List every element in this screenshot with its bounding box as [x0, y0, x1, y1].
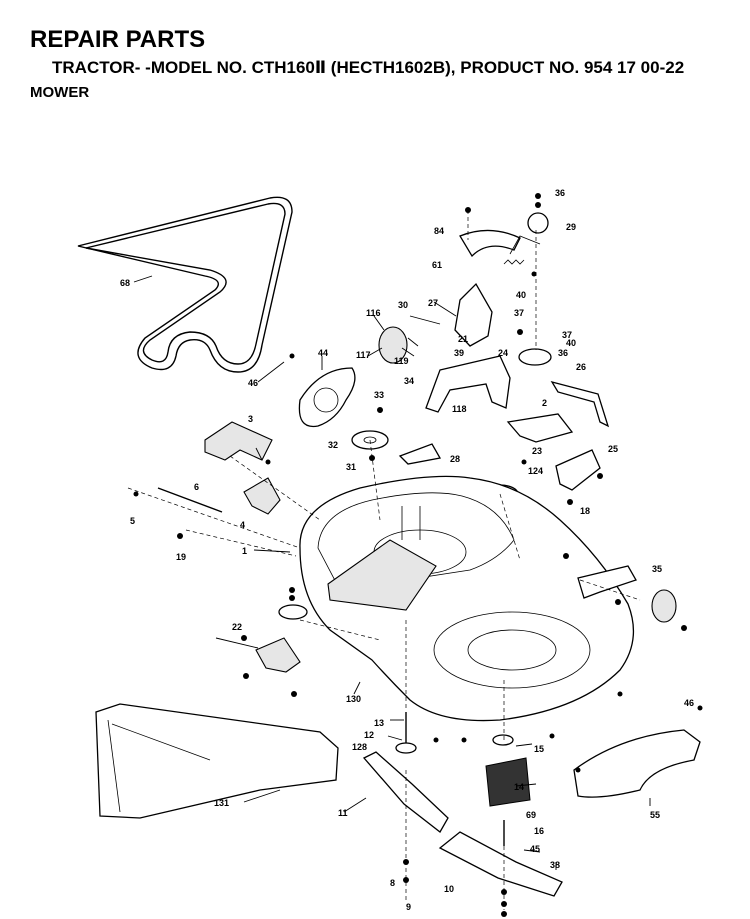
callout-2: 2 [542, 398, 547, 408]
page-title: REPAIR PARTS [30, 26, 206, 53]
callout-21: 21 [458, 334, 468, 344]
callout-46: 46 [684, 698, 694, 708]
callout-28: 28 [450, 454, 460, 464]
callout-128: 128 [352, 742, 367, 752]
callout-10: 10 [444, 884, 454, 894]
callout-130: 130 [346, 694, 361, 704]
callout-32: 32 [328, 440, 338, 450]
discharge-chute-part [95, 703, 339, 819]
mower-deck-part [299, 475, 634, 722]
callout-11: 11 [338, 808, 348, 818]
callout-44: 44 [318, 348, 328, 358]
callout-35: 35 [652, 564, 662, 574]
callout-8: 8 [390, 878, 395, 888]
callout-25: 25 [608, 444, 618, 454]
callout-84: 84 [434, 226, 444, 236]
callout-36: 36 [558, 348, 568, 358]
callout-18: 18 [580, 506, 590, 516]
belt-guard-part [298, 367, 356, 428]
callout-119: 119 [394, 356, 409, 366]
bracket-part-23 [506, 413, 574, 443]
callout-24: 24 [498, 348, 508, 358]
callout-40: 40 [566, 338, 576, 348]
callout-27: 27 [428, 298, 438, 308]
bracket-part-25 [555, 449, 601, 491]
callout-6: 6 [194, 482, 199, 492]
callout-39: 39 [454, 348, 464, 358]
callout-12: 12 [364, 730, 374, 740]
callout-45: 45 [530, 844, 540, 854]
callout-116: 116 [366, 308, 381, 318]
callout-37: 37 [562, 330, 572, 340]
callout-131: 131 [214, 798, 229, 808]
callout-15: 15 [534, 744, 544, 754]
callout-26: 26 [576, 362, 586, 372]
model-subtitle: TRACTOR- -MODEL NO. CTH160Ⅱ (HECTH1602B)… [52, 58, 685, 77]
section-title: MOWER [30, 84, 90, 101]
callout-55: 55 [650, 810, 660, 820]
callout-117: 117 [356, 350, 371, 360]
callout-1: 1 [242, 546, 247, 556]
idler-arm-part [454, 282, 493, 347]
callout-36: 36 [555, 188, 565, 198]
belt-guard-part-45 [573, 729, 701, 798]
bracket-part-3 [204, 421, 273, 461]
callout-118: 118 [452, 404, 467, 414]
callout-14: 14 [514, 782, 524, 792]
callout-16: 16 [534, 826, 544, 836]
plate-part-26 [550, 380, 610, 428]
callout-30: 30 [398, 300, 408, 310]
blade-part-16 [438, 831, 563, 897]
callout-13: 13 [374, 718, 384, 728]
upper-guard-part [459, 229, 521, 258]
callout-37: 37 [514, 308, 524, 318]
callout-61: 61 [432, 260, 442, 270]
idler-bracket-part [425, 355, 511, 413]
callout-33: 33 [374, 390, 384, 400]
callout-4: 4 [240, 520, 245, 530]
callout-5: 5 [130, 516, 135, 526]
pulley-part-36 [278, 348, 552, 620]
callout-19: 19 [176, 552, 186, 562]
callout-22: 22 [232, 622, 242, 632]
callout-31: 31 [346, 462, 356, 472]
callout-40: 40 [516, 290, 526, 300]
callout-34: 34 [404, 376, 414, 386]
callout-9: 9 [406, 902, 411, 912]
callout-68: 68 [120, 278, 130, 288]
drive-belt-part [77, 196, 293, 373]
callout-23: 23 [532, 446, 542, 456]
callout-3: 3 [248, 414, 253, 424]
callout-38: 38 [550, 860, 560, 870]
callout-29: 29 [566, 222, 576, 232]
callout-46: 46 [248, 378, 258, 388]
callout-124: 124 [528, 466, 543, 476]
callout-69: 69 [526, 810, 536, 820]
